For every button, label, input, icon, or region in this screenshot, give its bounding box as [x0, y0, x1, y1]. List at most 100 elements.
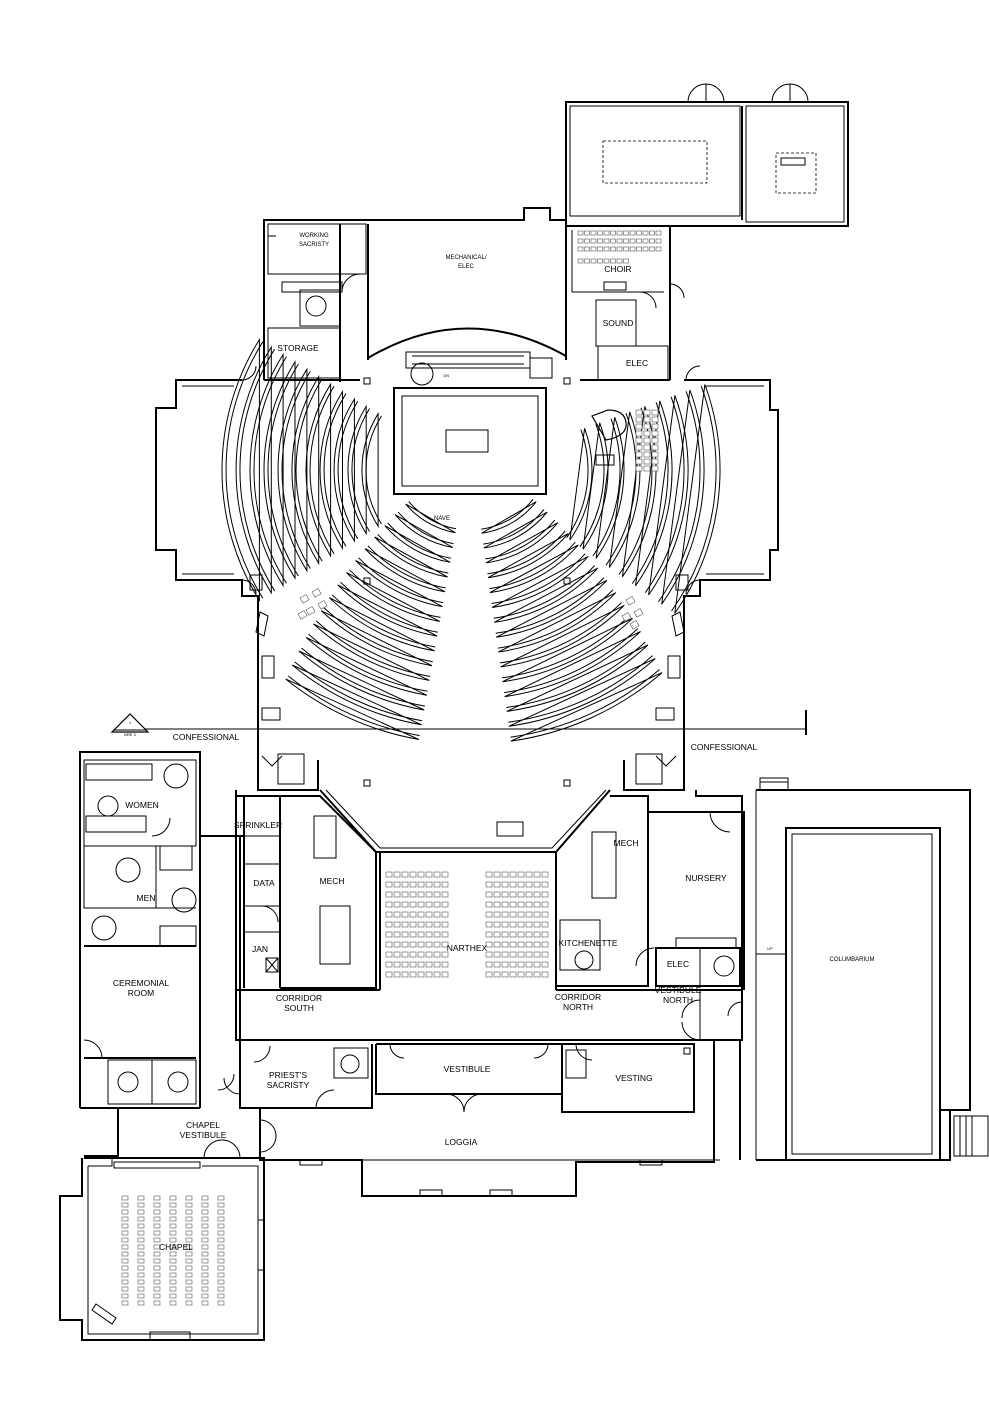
chair — [169, 1216, 177, 1222]
chair — [577, 238, 584, 244]
chair — [509, 891, 517, 898]
chair — [385, 961, 393, 968]
chair — [642, 230, 649, 236]
chair — [485, 911, 493, 918]
chair — [217, 1209, 225, 1215]
chair — [433, 951, 441, 958]
chair — [603, 258, 610, 264]
chair — [603, 246, 610, 252]
label-narthex: NARTHEX — [447, 943, 488, 953]
chair — [217, 1293, 225, 1299]
pew — [361, 412, 382, 528]
label-corridor-north-2: NORTH — [563, 1002, 593, 1012]
label-chapel-vestibule-1: CHAPEL — [186, 1120, 220, 1130]
chair — [385, 921, 393, 928]
chair — [643, 458, 651, 465]
chair — [185, 1300, 193, 1306]
chair — [525, 911, 533, 918]
chair — [610, 246, 616, 252]
chair — [185, 1286, 193, 1292]
chair — [393, 901, 401, 908]
chair — [541, 941, 549, 948]
chair — [201, 1293, 209, 1299]
pew — [481, 498, 537, 534]
chair — [533, 971, 541, 978]
chair — [401, 961, 409, 968]
label-priests-sacristy-2: SACRISTY — [267, 1080, 310, 1090]
chair — [417, 971, 425, 978]
chair — [201, 1244, 209, 1250]
chair — [441, 931, 449, 938]
chair — [616, 246, 623, 252]
pew — [506, 641, 649, 712]
chair — [651, 430, 659, 437]
chair — [385, 931, 393, 938]
chair — [217, 1265, 225, 1271]
chair — [409, 931, 417, 938]
chair — [651, 465, 659, 472]
pew — [504, 628, 641, 698]
chair — [169, 1230, 177, 1236]
chair — [153, 1300, 161, 1306]
chair — [643, 409, 651, 416]
chair — [121, 1230, 129, 1236]
chair — [185, 1258, 193, 1264]
pew — [364, 545, 446, 593]
chair — [417, 911, 425, 918]
chair — [137, 1300, 145, 1306]
chair — [525, 971, 533, 978]
chair — [655, 246, 662, 252]
chair — [185, 1251, 193, 1257]
label-vesting: VESTING — [615, 1073, 652, 1083]
chair — [401, 931, 409, 938]
chair — [485, 971, 493, 978]
chair — [153, 1286, 161, 1292]
label-corridor-north-1: CORRIDOR — [555, 992, 601, 1002]
chair — [121, 1244, 129, 1250]
chair — [643, 430, 651, 437]
chair — [217, 1286, 225, 1292]
chair — [137, 1258, 145, 1264]
label-vestibule-north-2: NORTH — [663, 995, 693, 1005]
chair — [153, 1209, 161, 1215]
chair — [533, 881, 541, 888]
label-ceremonial-2: ROOM — [128, 988, 154, 998]
label-data: DATA — [253, 878, 275, 888]
chair — [517, 871, 525, 878]
chair — [525, 881, 533, 888]
chair — [441, 971, 449, 978]
pew — [319, 389, 347, 551]
chair — [201, 1237, 209, 1243]
label-chapel: CHAPEL — [159, 1242, 193, 1252]
chair — [121, 1272, 129, 1278]
section-cut — [110, 710, 807, 735]
chair — [393, 951, 401, 958]
chair — [185, 1272, 193, 1278]
chair — [533, 941, 541, 948]
chair — [169, 1244, 177, 1250]
chair — [169, 1209, 177, 1215]
chair — [153, 1195, 161, 1201]
chair — [597, 230, 603, 236]
chair — [616, 238, 623, 244]
chair — [636, 246, 642, 252]
chair — [541, 901, 549, 908]
chair — [616, 230, 623, 236]
chair — [425, 921, 433, 928]
chair — [643, 444, 651, 451]
chair — [137, 1265, 145, 1271]
chair — [623, 238, 629, 244]
chair — [441, 911, 449, 918]
chair — [590, 258, 597, 264]
chair — [501, 911, 509, 918]
chair — [169, 1223, 177, 1229]
chair — [642, 238, 649, 244]
pew — [405, 501, 457, 534]
pew — [394, 511, 454, 548]
chair — [137, 1237, 145, 1243]
chair — [509, 911, 517, 918]
chair — [393, 961, 401, 968]
chair — [121, 1195, 129, 1201]
chair — [169, 1293, 177, 1299]
chair — [577, 230, 584, 236]
